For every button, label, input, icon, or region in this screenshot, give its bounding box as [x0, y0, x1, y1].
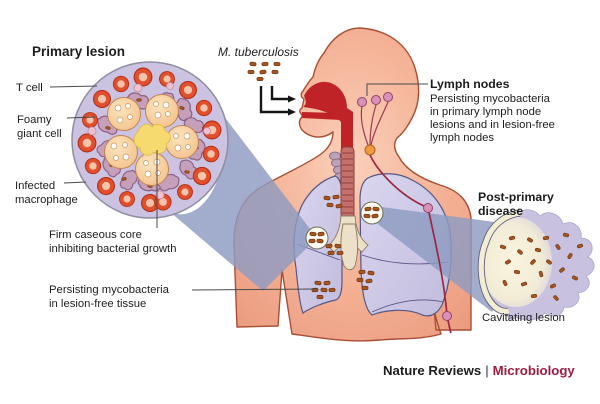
granuloma-small-cells [87, 82, 211, 200]
lymph-system [357, 92, 452, 334]
mtb-inhalation [247, 61, 296, 116]
leader-infected-macrophage [63, 181, 87, 184]
title-primary-lesion: Primary lesion [32, 44, 125, 59]
label-caseous-2: inhibiting bacterial growth [49, 243, 176, 255]
label-infected-2: macrophage [15, 194, 78, 206]
leader-persisting-tissue [191, 288, 318, 291]
lymph-node [442, 311, 452, 321]
lymph-node [383, 92, 393, 102]
heading-post-primary-2: disease [478, 204, 523, 218]
right-lung-fissure-2 [371, 299, 444, 313]
nasal-passage [303, 81, 353, 152]
lymph-node [357, 97, 367, 107]
label-lymph-4: lymph nodes [430, 132, 494, 144]
magnifier-beam-primary [170, 98, 317, 291]
label-lymph-3: lesions and in lesion-free [430, 119, 555, 131]
leader-foamy-giant-cell [66, 116, 96, 119]
label-persisting-2: in lesion-free tissue [49, 298, 146, 310]
cavity-interior [480, 217, 552, 307]
heading-lymph-nodes: Lymph nodes [430, 77, 510, 91]
label-persisting-1: Persisting mycobacteria [49, 284, 170, 296]
inhalation-arrow-mouth [259, 86, 296, 116]
lymph-node-stems [360, 101, 389, 146]
footer-separator: | [485, 363, 488, 378]
label-foamy-2: giant cell [17, 128, 62, 140]
label-m-tuberculosis: M. tuberculosis [218, 45, 299, 59]
foamy-giant-cells [104, 94, 199, 186]
lymph-node [371, 95, 381, 105]
label-lymph-1: Persisting mycobacteria [430, 93, 551, 105]
trachea [327, 146, 369, 271]
granuloma [71, 61, 229, 219]
mouth-opening [302, 112, 342, 120]
lung-lesion-primary [305, 226, 329, 250]
label-cavitating-lesion: Cavitating lesion [482, 312, 565, 324]
label-lymph-2: in primary lymph node [430, 106, 541, 118]
lymph-node [423, 203, 433, 213]
leader-lines [49, 83, 428, 291]
footer-journal: Microbiology [493, 363, 576, 378]
foamy-giant-cell [104, 135, 138, 169]
orange-lymph-node [364, 144, 376, 156]
mediastinum [340, 223, 359, 271]
label-t-cell: T cell [16, 82, 43, 94]
leader-t-cell [49, 85, 98, 88]
inhalation-arrow-nose [270, 86, 296, 103]
footer-credit: Nature Reviews | Microbiology [383, 363, 575, 378]
mtb-bacteria [247, 61, 281, 82]
label-infected-1: Infected [15, 180, 55, 192]
caseous-core [133, 123, 171, 156]
lung-lesion-postprimary [360, 201, 384, 225]
foamy-giant-cell [165, 125, 199, 159]
cavitating-lesion [477, 209, 595, 321]
label-foamy-1: Foamy [17, 114, 52, 126]
footer-brand: Nature Reviews [383, 363, 481, 378]
heading-post-primary-1: Post-primary [478, 190, 554, 204]
foamy-giant-cell [145, 94, 179, 128]
foamy-giant-cell [135, 152, 169, 186]
trachea-rings [342, 152, 353, 214]
label-caseous-1: Firm caseous core [49, 229, 142, 241]
foamy-giant-cell [107, 97, 141, 131]
cavity-wall [478, 210, 521, 314]
leader-lymph-nodes [366, 83, 428, 96]
